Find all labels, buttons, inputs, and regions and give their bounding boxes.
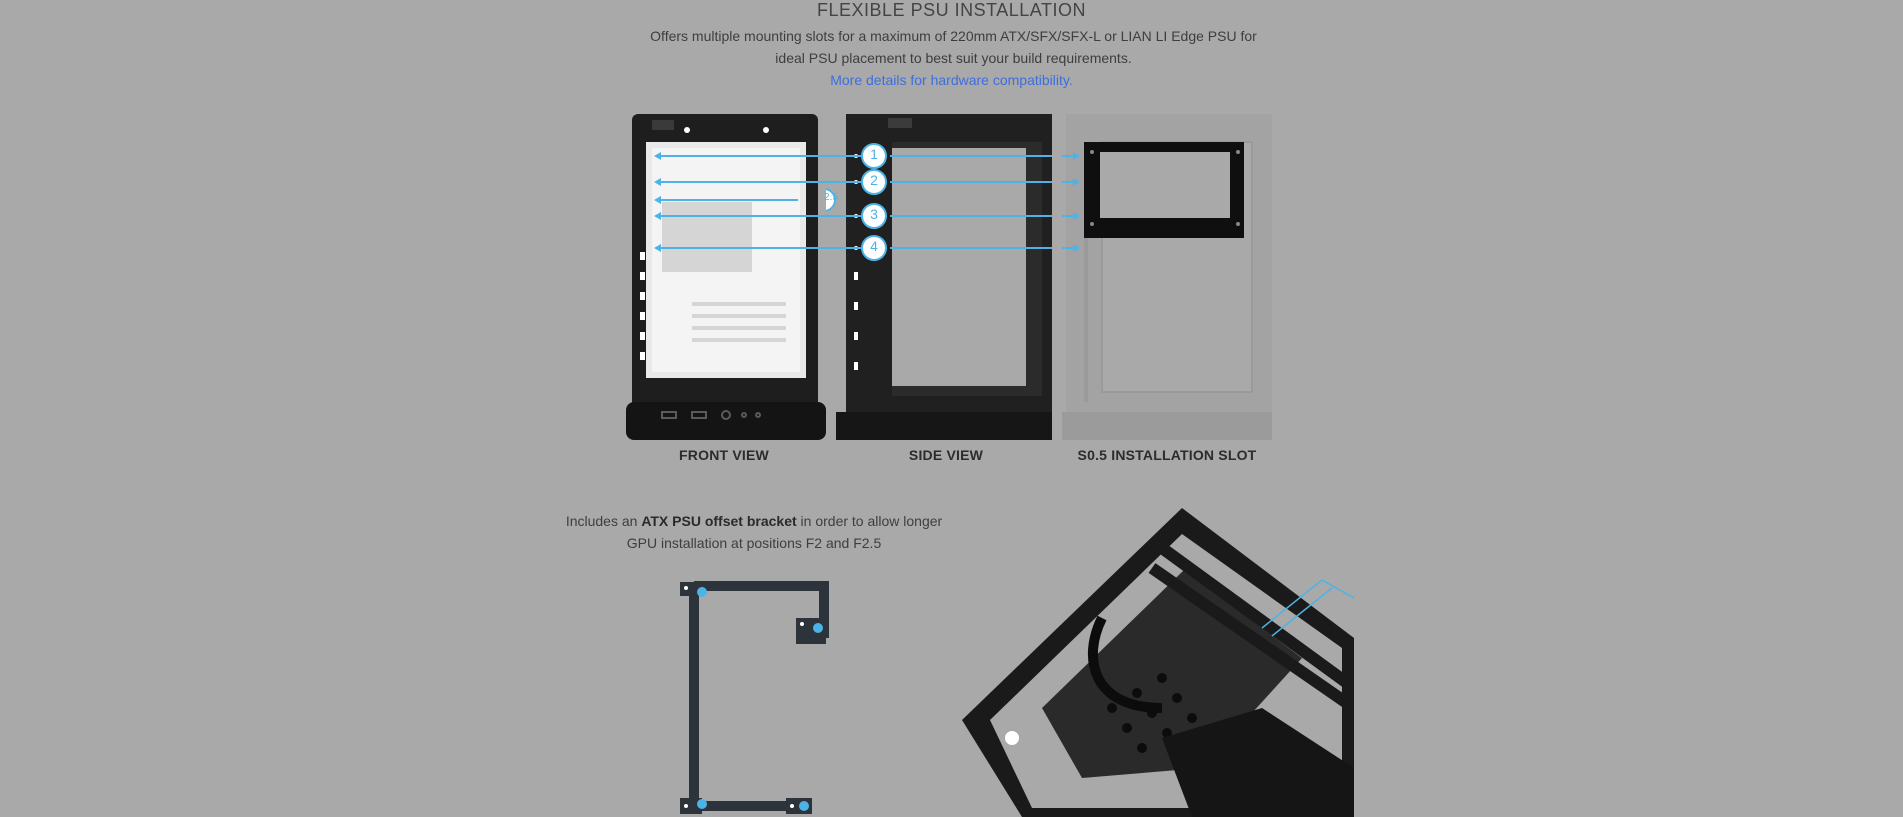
slot-marker-2 (861, 169, 887, 195)
bracket-description-line-2: GPU installation at positions F2 and F2.… (626, 535, 882, 551)
slot-label-2-5: 2.5 (824, 192, 838, 203)
bracket-text-before: Includes an (565, 513, 642, 529)
offset-bracket-image (676, 578, 832, 817)
slot-marker-4 (861, 235, 887, 261)
slot-label-1: 1 (870, 146, 878, 162)
side-view-image (826, 112, 1052, 442)
slot-label-4: 4 (870, 238, 878, 254)
front-view-image (626, 112, 826, 442)
section-description: Offers multiple mounting slots for a max… (620, 25, 1287, 69)
bracket-text-bold: ATX PSU offset bracket (641, 513, 797, 529)
bracket-description-line-1: Includes an ATX PSU offset bracket in or… (560, 510, 948, 532)
hardware-compatibility-link[interactable]: More details for hardware compatibility. (830, 72, 1073, 88)
slot-marker-1 (861, 143, 887, 169)
bracket-text-after: in order to allow longer (796, 513, 943, 529)
slot-caption: S0.5 INSTALLATION SLOT (1077, 447, 1257, 463)
side-view-caption: SIDE VIEW (908, 447, 984, 463)
slot-marker-3 (861, 203, 887, 229)
slot-installation-image (1062, 112, 1272, 442)
section-title: FLEXIBLE PSU INSTALLATION (817, 0, 1086, 20)
front-view-caption: FRONT VIEW (679, 447, 769, 463)
bracket-description: Includes an ATX PSU offset bracket in or… (560, 510, 948, 554)
description-line-2: ideal PSU placement to best suit your bu… (775, 50, 1132, 66)
slot-label-2: 2 (870, 172, 878, 188)
description-line-1: Offers multiple mounting slots for a max… (650, 28, 1257, 44)
slot-label-3: 3 (870, 206, 878, 222)
chassis-perspective-image (962, 508, 1354, 817)
